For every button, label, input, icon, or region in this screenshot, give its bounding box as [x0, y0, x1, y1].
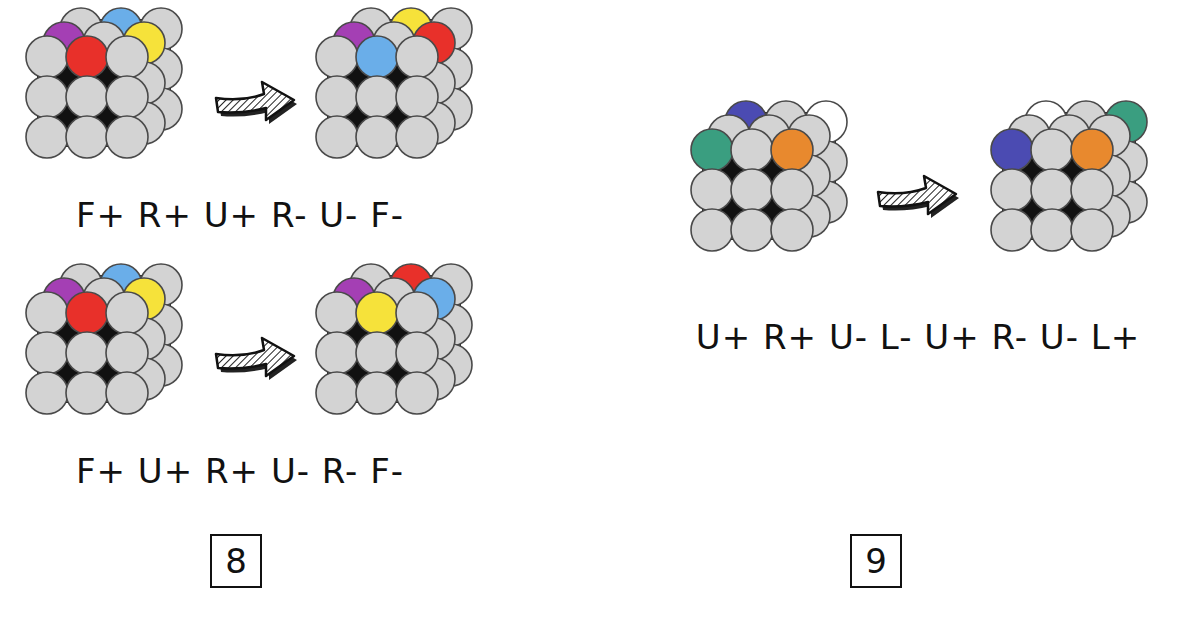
cubie: [771, 209, 813, 251]
cubie: [396, 36, 438, 78]
cubie: [991, 209, 1033, 251]
cube-figure: [991, 101, 1147, 251]
cubie: [396, 372, 438, 414]
cubie: [26, 116, 68, 158]
cube-figure: [691, 101, 847, 251]
cubie: [1071, 169, 1113, 211]
cubie: [731, 129, 773, 171]
cubie: [356, 292, 398, 334]
cubie: [26, 36, 68, 78]
cubie: [66, 332, 108, 374]
step-number: 8: [225, 541, 247, 581]
cubie: [66, 76, 108, 118]
cubie: [396, 332, 438, 374]
cubie: [316, 116, 358, 158]
cubie: [66, 116, 108, 158]
cubie: [1031, 129, 1073, 171]
cubie: [26, 292, 68, 334]
step-number: 9: [865, 541, 887, 581]
cubie: [106, 372, 148, 414]
cubie: [316, 292, 358, 334]
cubie: [731, 209, 773, 251]
algorithm-text: U+ R+ U- L- U+ R- U- L+: [696, 317, 1140, 357]
cubie: [106, 36, 148, 78]
cubie: [356, 332, 398, 374]
cubie: [396, 76, 438, 118]
cube-figure: [316, 8, 472, 158]
cubie: [991, 169, 1033, 211]
cubie: [396, 292, 438, 334]
cubie: [356, 76, 398, 118]
cubie: [1031, 209, 1073, 251]
cubie: [356, 36, 398, 78]
cubie: [771, 129, 813, 171]
cubie: [691, 209, 733, 251]
cubie: [991, 129, 1033, 171]
arrow-symbol: [878, 176, 959, 218]
cubie: [316, 372, 358, 414]
cube-figure: [26, 264, 182, 414]
cubie: [26, 76, 68, 118]
cubie: [66, 36, 108, 78]
arrow-symbol: [216, 338, 297, 380]
cubie: [1071, 209, 1113, 251]
cubie: [356, 372, 398, 414]
cubie: [316, 332, 358, 374]
cubie: [106, 332, 148, 374]
algorithm-text: F+ U+ R+ U- R- F-: [76, 451, 404, 491]
cubie: [106, 292, 148, 334]
cubie: [731, 169, 773, 211]
cubie: [66, 372, 108, 414]
cubie: [771, 169, 813, 211]
cubie: [106, 116, 148, 158]
cubie: [106, 76, 148, 118]
cube-figure: [316, 264, 472, 414]
cube-figure: [26, 8, 182, 158]
cubie: [1071, 129, 1113, 171]
arrow-symbol: [216, 82, 297, 124]
step-number-box: 9: [850, 534, 902, 588]
cubie: [66, 292, 108, 334]
step-number-box: 8: [210, 534, 262, 588]
cubie: [26, 372, 68, 414]
algorithm-text: F+ R+ U+ R- U- F-: [76, 195, 404, 235]
cubie: [396, 116, 438, 158]
cubie: [691, 169, 733, 211]
cubie: [26, 332, 68, 374]
cubie: [316, 36, 358, 78]
cubie: [356, 116, 398, 158]
cubie: [691, 129, 733, 171]
cubie: [1031, 169, 1073, 211]
cubie: [316, 76, 358, 118]
